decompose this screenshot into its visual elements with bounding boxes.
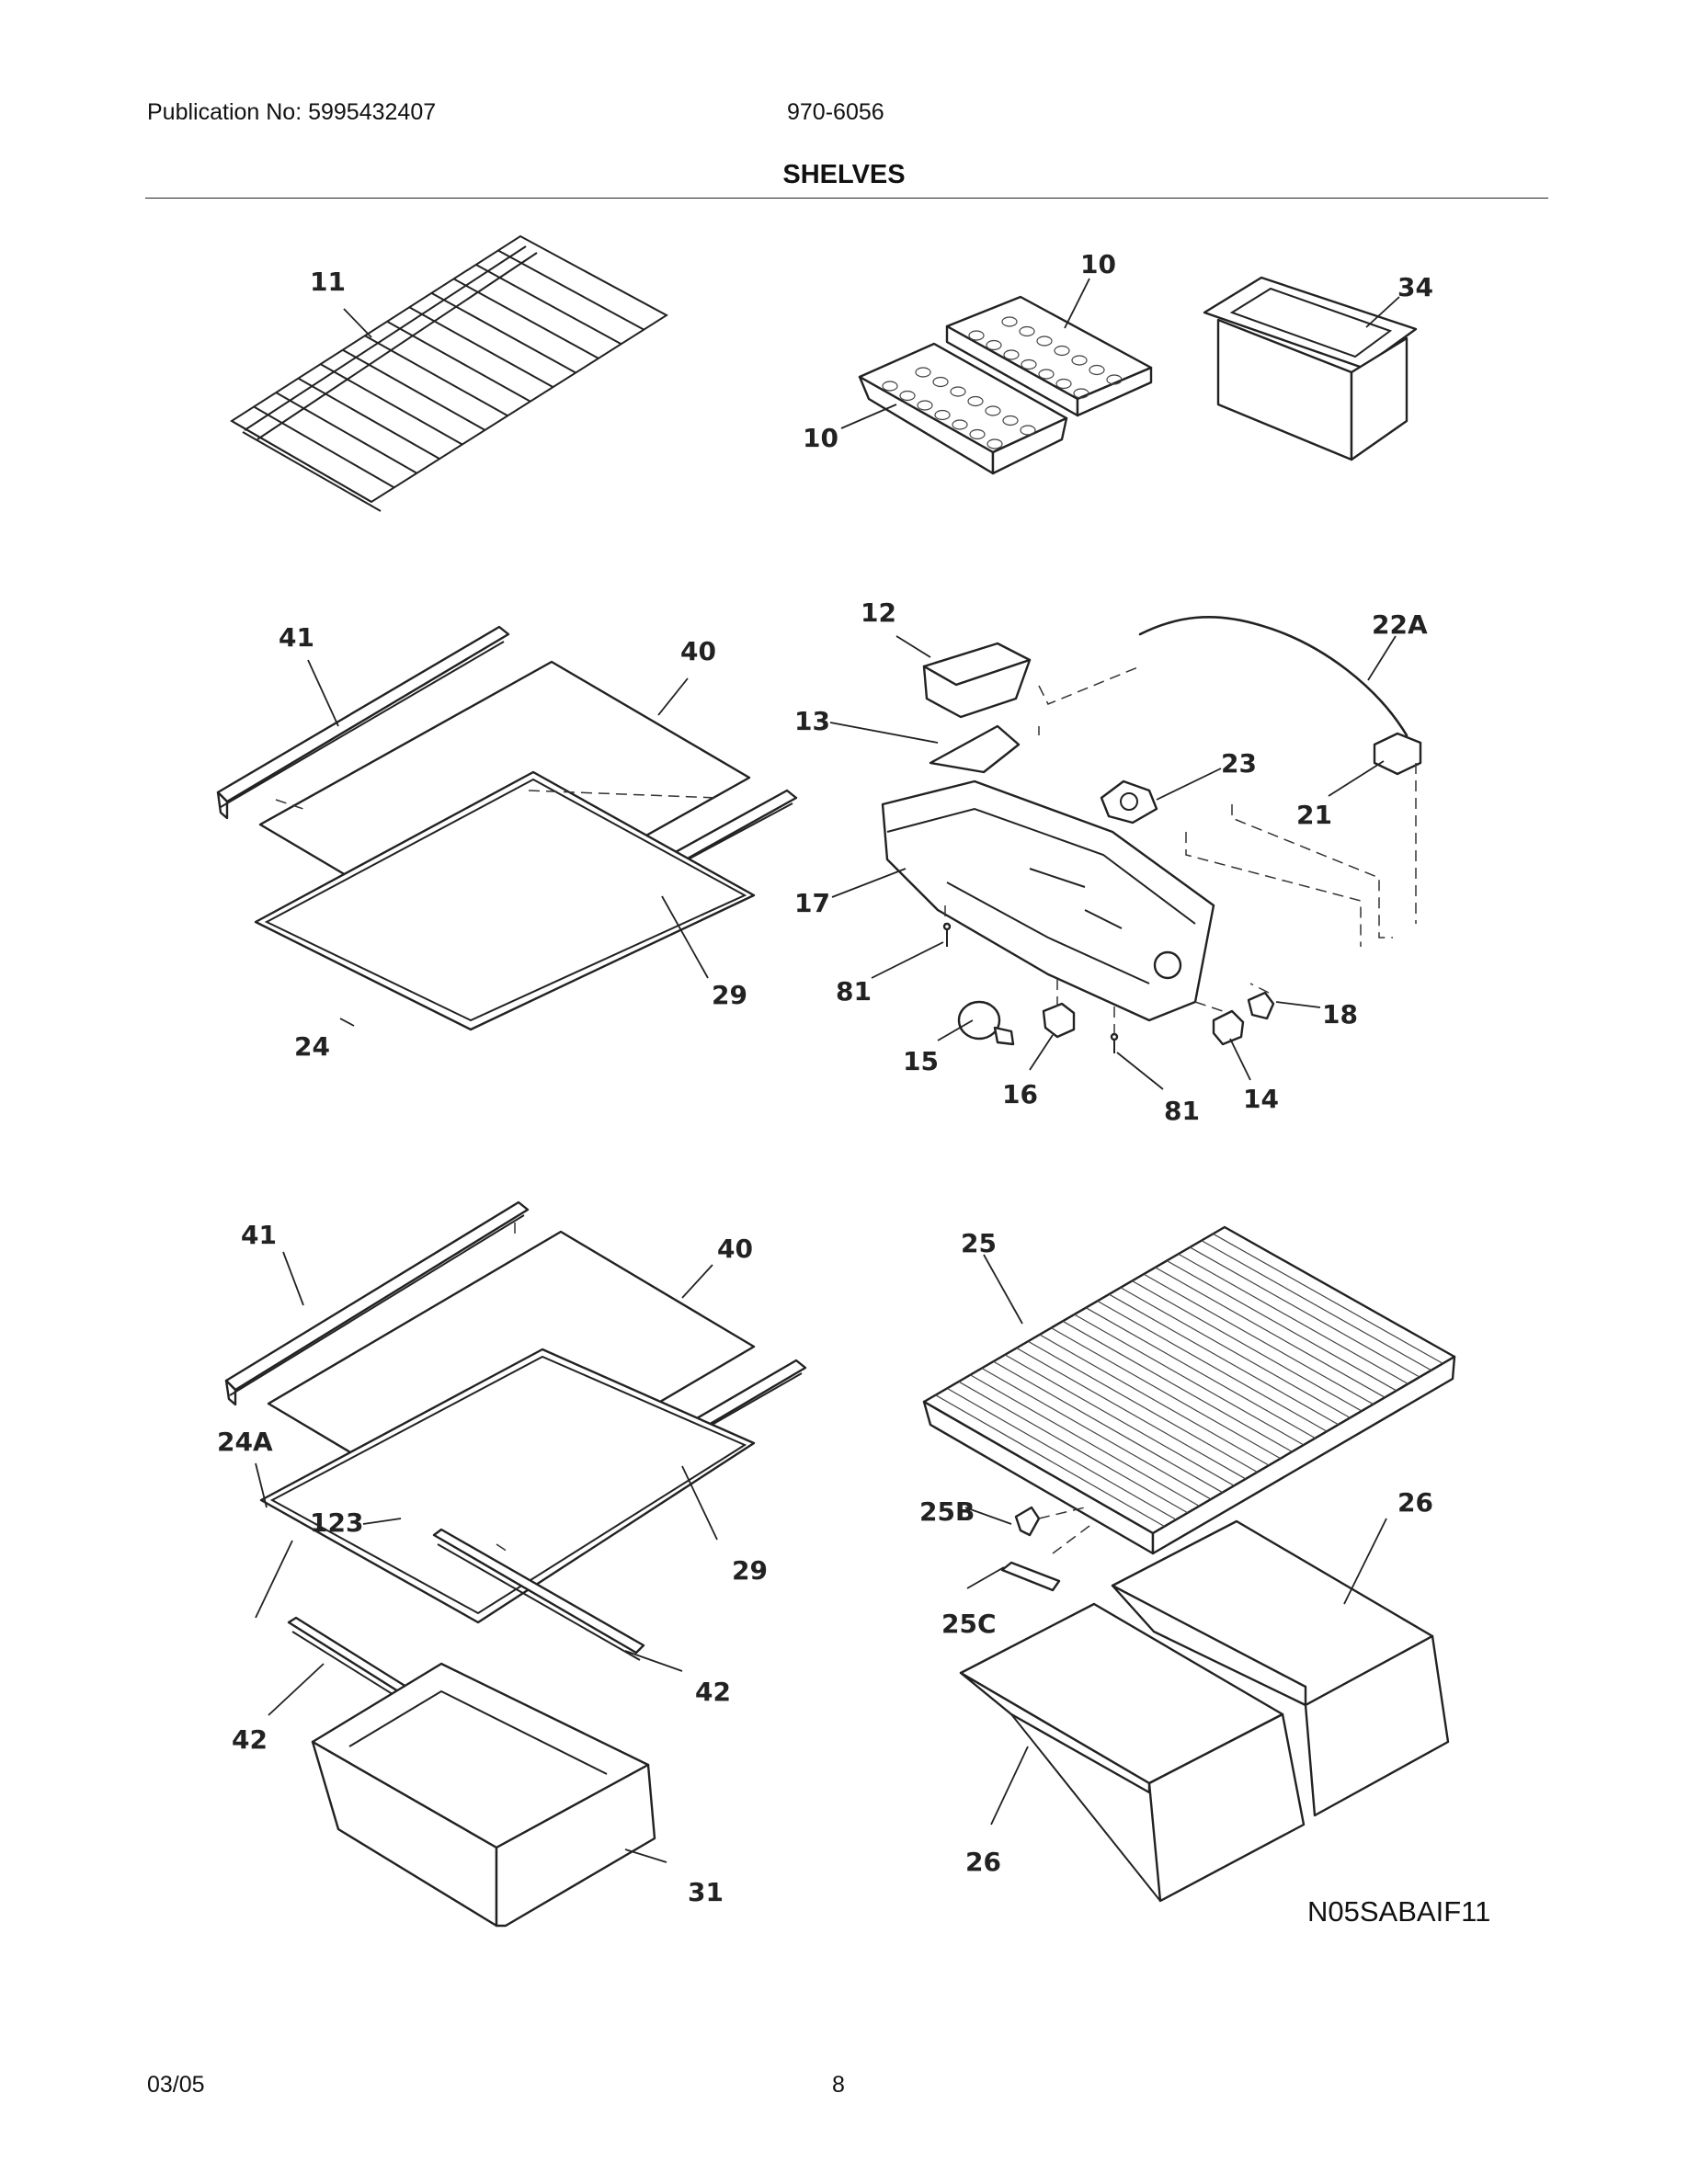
- model-number: 970-6056: [787, 99, 884, 125]
- callout-rail-right: 42: [695, 1677, 731, 1707]
- callout-trim-top: 41: [279, 622, 314, 653]
- callout-drawer: 31: [688, 1877, 724, 1907]
- callout-lens: 13: [794, 706, 830, 736]
- pantry-drawer: [311, 1662, 656, 1928]
- callout-bucket: 34: [1397, 272, 1433, 302]
- callout-light-shield: 12: [861, 597, 896, 628]
- page-number: 8: [832, 2072, 845, 2098]
- callout-trim-front-top: 29: [712, 980, 747, 1010]
- shelf-trim-rear-bottom: [224, 1200, 530, 1406]
- callout-housing: 17: [794, 888, 830, 918]
- section-title: SHELVES: [782, 160, 906, 189]
- lamp-socket: [1042, 1002, 1076, 1039]
- shelf-frame-bottom: [259, 1348, 756, 1624]
- leader-lines: [255, 278, 1400, 1863]
- callout-rail-left: 42: [232, 1724, 268, 1755]
- crisper-drawer-right: [1111, 1519, 1450, 1817]
- ice-tray-lower: [858, 342, 1068, 475]
- callout-slider-25b: 25B: [919, 1496, 975, 1527]
- callout-ice-tray-lower: 10: [803, 423, 838, 453]
- callout-screw-right: 81: [1164, 1096, 1200, 1126]
- callout-glass-top: 40: [680, 636, 716, 666]
- ice-bucket: [1203, 276, 1418, 461]
- thermostat: [1100, 779, 1158, 825]
- callout-knob: 18: [1322, 999, 1358, 1029]
- connector: [1373, 732, 1422, 776]
- callout-switch: 14: [1243, 1084, 1279, 1114]
- callout-crisper-right: 26: [1397, 1487, 1433, 1518]
- shelf-trim-rear-top: [216, 625, 510, 820]
- callout-glass-bottom: 40: [717, 1234, 753, 1264]
- callout-labels: 11 10 10 34 41 40 29 24 12 22A 13 23 21 …: [217, 249, 1433, 1907]
- callout-socket: 16: [1002, 1079, 1038, 1109]
- callout-slide-25c: 25C: [941, 1609, 997, 1639]
- footer-date: 03/05: [147, 2072, 205, 2098]
- control-housing: [881, 779, 1215, 1022]
- callout-wire-harness: 22A: [1372, 609, 1428, 640]
- wire-shelf: [230, 234, 668, 512]
- callout-trim-front-bottom: 29: [732, 1555, 768, 1586]
- crisper-slider-25b: [1014, 1506, 1041, 1537]
- callout-bulb: 15: [903, 1046, 939, 1076]
- crisper-drawer-left: [959, 1602, 1306, 1903]
- diagram-code: N05SABAIF11: [1307, 1895, 1490, 1928]
- drawer-rail-right: [432, 1528, 645, 1661]
- callout-screw-left: 81: [836, 976, 872, 1007]
- shelf-frame-top: [254, 770, 756, 1031]
- callout-trim-bottom: 41: [241, 1220, 277, 1250]
- ice-tray-upper: [945, 295, 1153, 417]
- crisper-slide-25c: [1000, 1561, 1061, 1592]
- callout-thermostat: 23: [1221, 748, 1257, 779]
- light-switch: [1212, 1009, 1245, 1046]
- callout-crisper-cover: 25: [961, 1228, 997, 1258]
- wire-harness: [1138, 616, 1409, 737]
- callout-connector: 21: [1296, 800, 1332, 830]
- callout-frame-bottom: 24A: [217, 1427, 273, 1457]
- lamp-bulb: [957, 1000, 1015, 1046]
- callout-screw-123: 123: [310, 1507, 363, 1538]
- light-shield: [922, 642, 1032, 719]
- screw-right: [1110, 1032, 1119, 1053]
- callout-crisper-left: 26: [965, 1847, 1001, 1877]
- callout-wire-shelf: 11: [310, 267, 346, 297]
- callout-ice-tray-upper: 10: [1080, 249, 1116, 279]
- header-rule: [145, 198, 1548, 199]
- lens: [929, 724, 1021, 774]
- publication-number: Publication No: 5995432407: [147, 99, 437, 125]
- screw-left: [942, 922, 952, 947]
- crisper-cover: [922, 1225, 1456, 1555]
- control-knob: [1247, 991, 1275, 1020]
- callout-frame-top: 24: [294, 1031, 330, 1062]
